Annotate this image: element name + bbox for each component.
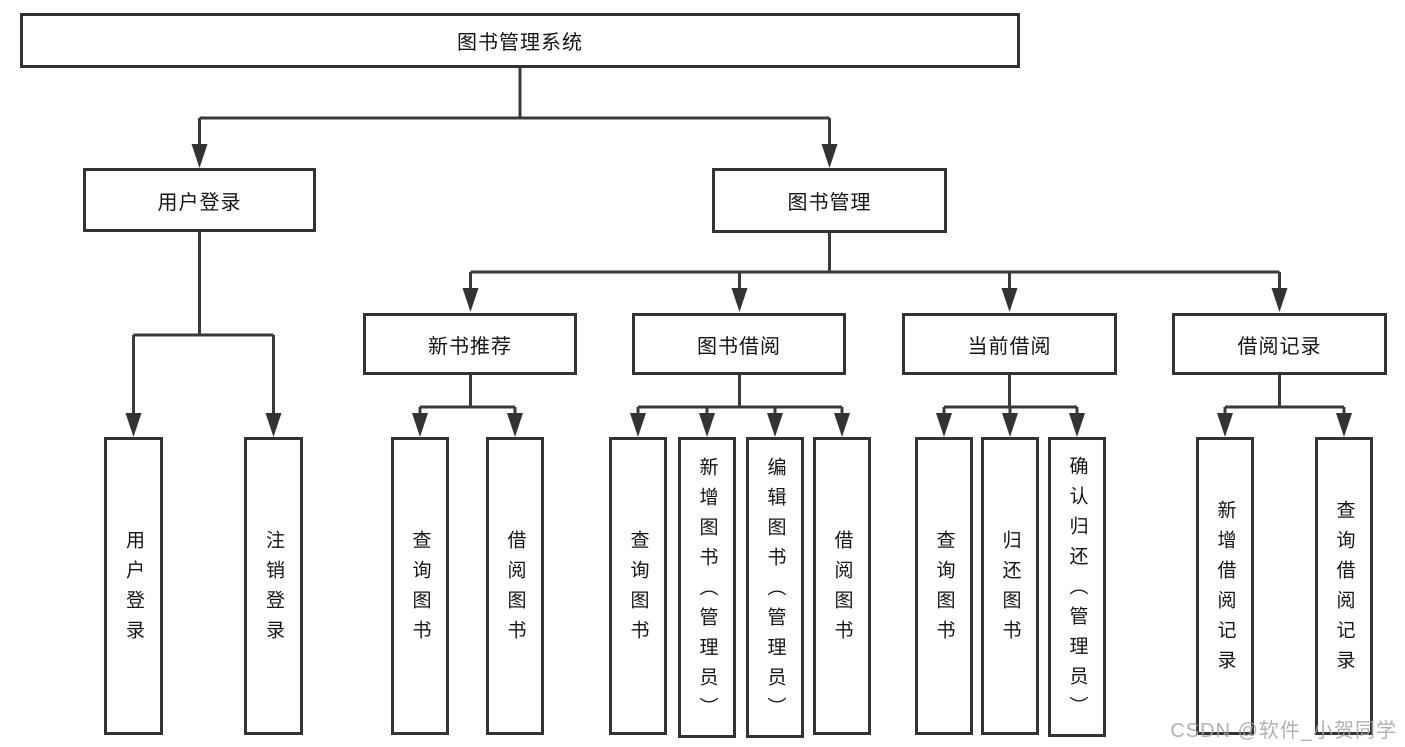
csdn-watermark: CSDN @软件_小贺同学 [1170,720,1397,742]
leaf-newbook-query-books-label: 查询图书 [409,530,431,650]
node-book-management: 图书管理 [712,168,947,233]
node-book-management-label: 图书管理 [787,192,872,214]
leaf-user-login: 用户登录 [104,437,163,735]
leaf-records-add-record-label: 新增借阅记录 [1214,500,1236,680]
leaf-current-query-books: 查询图书 [915,437,973,735]
leaf-newbook-borrow-books-label: 借阅图书 [504,530,526,650]
leaf-records-query-record-label: 查询借阅记录 [1333,500,1355,680]
leaf-borrowing-borrow-books-label: 借阅图书 [831,530,853,650]
leaf-borrowing-edit-books-label: 编辑图书（管理员） [764,456,786,727]
node-book-borrowing-label: 图书借阅 [697,335,781,358]
node-current-borrowing: 当前借阅 [902,313,1117,375]
leaf-logout: 注销登录 [244,437,303,735]
leaf-borrowing-query-books: 查询图书 [609,437,667,735]
leaf-borrowing-add-books-label: 新增图书（管理员） [696,456,718,727]
leaf-newbook-borrow-books: 借阅图书 [486,437,544,735]
leaf-current-query-books-label: 查询图书 [933,530,955,650]
leaf-current-return-books-label: 归还图书 [999,530,1021,650]
node-new-book-recommend: 新书推荐 [363,313,577,375]
leaf-current-confirm-return-label: 确认归还（管理员） [1066,456,1088,726]
node-library-system: 图书管理系统 [20,13,1020,68]
node-new-book-recommend-label: 新书推荐 [428,335,512,358]
node-user-login-branch-label: 用户登录 [157,191,242,214]
node-borrow-records-label: 借阅记录 [1237,335,1322,358]
leaf-user-login-label: 用户登录 [123,530,144,650]
leaf-borrowing-add-books: 新增图书（管理员） [678,437,736,738]
leaf-borrowing-query-books-label: 查询图书 [627,530,649,650]
node-library-system-label: 图书管理系统 [457,32,583,54]
leaf-current-return-books: 归还图书 [981,437,1039,735]
node-current-borrowing-label: 当前借阅 [967,335,1052,358]
leaf-records-add-record: 新增借阅记录 [1196,437,1254,735]
leaf-borrowing-edit-books: 编辑图书（管理员） [746,437,804,738]
leaf-logout-label: 注销登录 [263,530,284,650]
leaf-records-query-record: 查询借阅记录 [1315,437,1373,735]
leaf-current-confirm-return: 确认归还（管理员） [1048,437,1106,737]
leaf-newbook-query-books: 查询图书 [391,437,449,735]
leaf-borrowing-borrow-books: 借阅图书 [813,437,871,735]
node-borrow-records: 借阅记录 [1172,313,1387,375]
node-book-borrowing: 图书借阅 [632,313,846,375]
node-user-login-branch: 用户登录 [83,168,316,232]
